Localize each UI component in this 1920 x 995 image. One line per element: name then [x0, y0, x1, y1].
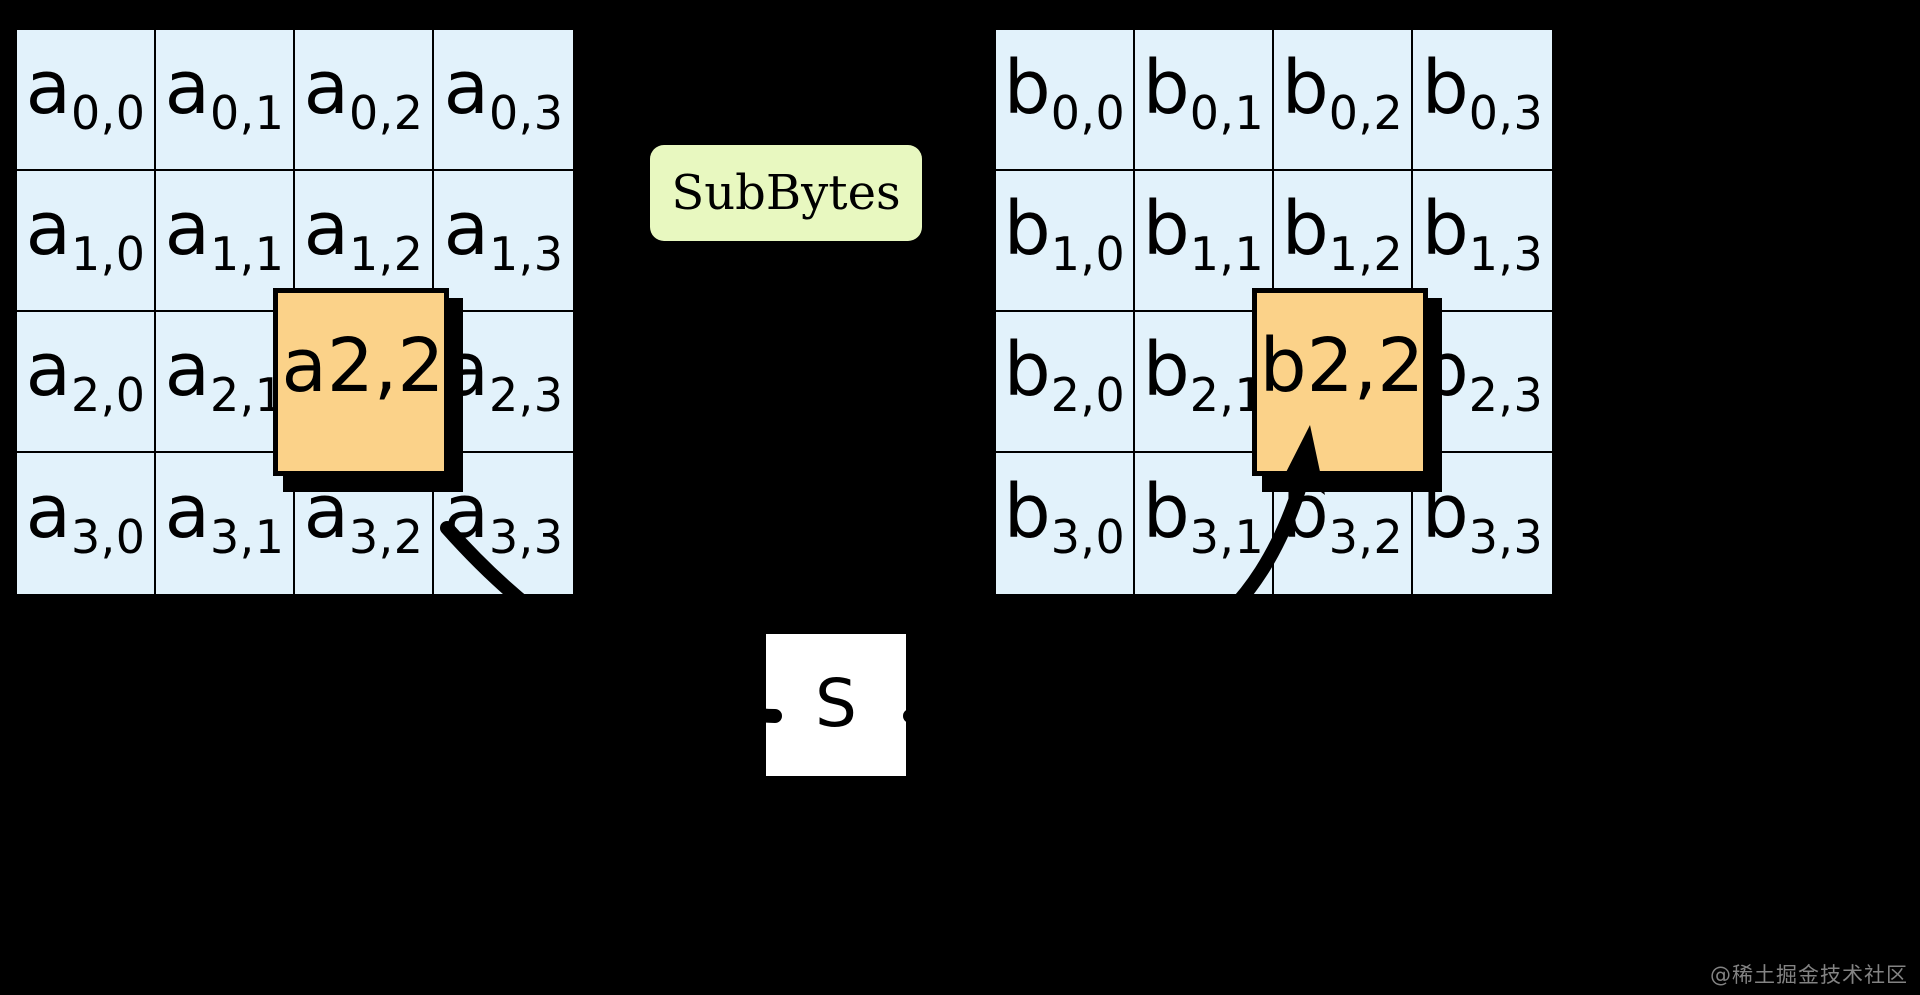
sbox-node: S — [766, 634, 906, 776]
cell-label: b1,3 — [1421, 185, 1544, 281]
subbytes-label-box: SubBytes — [650, 145, 922, 241]
matrix-cell: b1,1 — [1135, 171, 1274, 312]
matrix-cell: a3,0 — [17, 453, 156, 594]
cell-label: b0,3 — [1421, 44, 1544, 140]
cell-label: a3,0 — [25, 468, 146, 564]
matrix-cell: a2,0 — [17, 312, 156, 453]
cell-label: a1,0 — [25, 185, 146, 281]
output-highlighted-cell: b2,2 — [1252, 288, 1428, 476]
matrix-cell: b1,3 — [1413, 171, 1552, 312]
cell-label: b2,1 — [1142, 326, 1265, 422]
cell-label: a0,3 — [443, 44, 564, 140]
cell-label: b1,2 — [1281, 185, 1404, 281]
highlighted-cell-label: a2,2 — [281, 322, 445, 409]
cell-label: b0,1 — [1142, 44, 1265, 140]
input-highlighted-cell: a2,2 — [273, 288, 449, 476]
cell-label: a3,1 — [164, 468, 285, 564]
cell-label: a1,2 — [303, 185, 424, 281]
matrix-cell: b0,3 — [1413, 30, 1552, 171]
cell-label: a2,1 — [164, 326, 285, 422]
matrix-cell: a2,1 — [156, 312, 295, 453]
cell-label: a0,0 — [25, 44, 146, 140]
cell-label: b0,2 — [1281, 44, 1404, 140]
subbytes-label: SubBytes — [671, 165, 901, 221]
cell-label: a1,3 — [443, 185, 564, 281]
cell-label: a1,1 — [164, 185, 285, 281]
matrix-cell: b0,0 — [996, 30, 1135, 171]
cell-label: b1,1 — [1142, 185, 1265, 281]
matrix-cell: a0,3 — [434, 30, 573, 171]
matrix-cell: a3,1 — [156, 453, 295, 594]
watermark: @稀土掘金技术社区 — [1710, 963, 1908, 987]
matrix-cell: a1,3 — [434, 171, 573, 312]
cell-label: b0,0 — [1003, 44, 1126, 140]
matrix-cell: a1,1 — [156, 171, 295, 312]
highlighted-cell-label: b2,2 — [1259, 322, 1425, 409]
matrix-cell: b0,1 — [1135, 30, 1274, 171]
matrix-cell: b2,0 — [996, 312, 1135, 453]
cell-label: b3,1 — [1142, 468, 1265, 564]
matrix-cell: a0,2 — [295, 30, 434, 171]
matrix-cell: a0,0 — [17, 30, 156, 171]
cell-label: b2,0 — [1003, 326, 1126, 422]
cell-label: a2,0 — [25, 326, 146, 422]
matrix-cell: b3,0 — [996, 453, 1135, 594]
cell-label: a0,1 — [164, 44, 285, 140]
matrix-cell: b0,2 — [1274, 30, 1413, 171]
matrix-cell: a0,1 — [156, 30, 295, 171]
cell-label: a0,2 — [303, 44, 424, 140]
sbox-label: S — [815, 664, 857, 742]
matrix-cell: b1,0 — [996, 171, 1135, 312]
cell-label: b3,0 — [1003, 468, 1126, 564]
matrix-cell: a1,0 — [17, 171, 156, 312]
cell-label: b1,0 — [1003, 185, 1126, 281]
